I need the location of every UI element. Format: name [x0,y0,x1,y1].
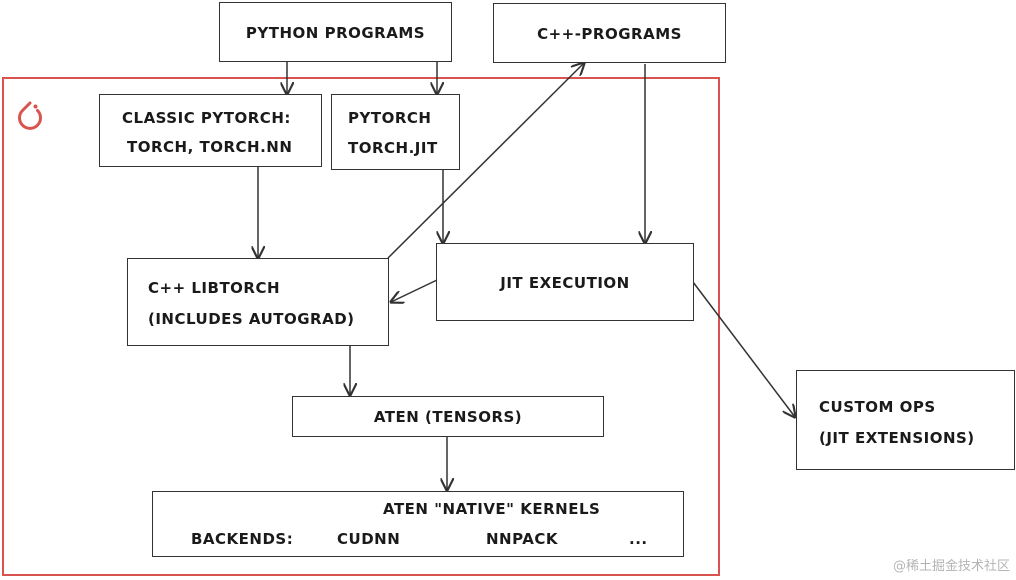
pytorch-jit-line1: PYTORCH [348,109,432,127]
kernels-backends-label: BACKENDS: [191,530,294,548]
pytorch-frame [2,77,720,576]
classic-pytorch-line2: TORCH, TORCH.NN [127,138,293,156]
cpp-programs-box: C++-PROGRAMS [493,3,726,63]
aten-label: ATEN (TENSORS) [373,408,523,426]
kernels-nnpack: NNPACK [486,530,558,548]
arrow-jit-execution-to-libtorch [391,279,438,302]
arrow-jit-execution-to-custom-ops [692,281,795,417]
kernels-box: ATEN "NATIVE" KERNELS BACKENDS: CUDNN NN… [152,491,684,557]
custom-ops-line2: (JIT EXTENSIONS) [819,429,975,447]
pytorch-jit-line2: TORCH.JIT [348,139,438,157]
classic-pytorch-box: CLASSIC PYTORCH: TORCH, TORCH.NN [99,94,322,167]
kernels-title: ATEN "NATIVE" KERNELS [383,500,601,518]
kernels-cudnn: CUDNN [337,530,401,548]
cpp-programs-label: C++-PROGRAMS [537,25,682,43]
jit-execution-label: JIT EXECUTION [500,274,630,292]
arrow-libtorch-to-cpp [387,63,584,259]
aten-box: ATEN (TENSORS) [292,396,604,437]
libtorch-line1: C++ LIBTORCH [148,279,281,297]
jit-execution-box: JIT EXECUTION [436,243,694,321]
custom-ops-box: CUSTOM OPS (JIT EXTENSIONS) [796,370,1015,470]
watermark: @稀土掘金技术社区 [892,559,1010,574]
pytorch-logo-icon [18,101,42,130]
pytorch-jit-box: PYTORCH TORCH.JIT [331,94,460,170]
libtorch-box: C++ LIBTORCH (INCLUDES AUTOGRAD) [127,258,389,346]
custom-ops-line1: CUSTOM OPS [819,398,936,416]
kernels-more: ... [629,530,648,548]
libtorch-line2: (INCLUDES AUTOGRAD) [148,310,355,328]
python-programs-label: PYTHON PROGRAMS [245,24,426,42]
classic-pytorch-line1: CLASSIC PYTORCH: [122,109,291,127]
python-programs-box: PYTHON PROGRAMS [219,2,452,62]
